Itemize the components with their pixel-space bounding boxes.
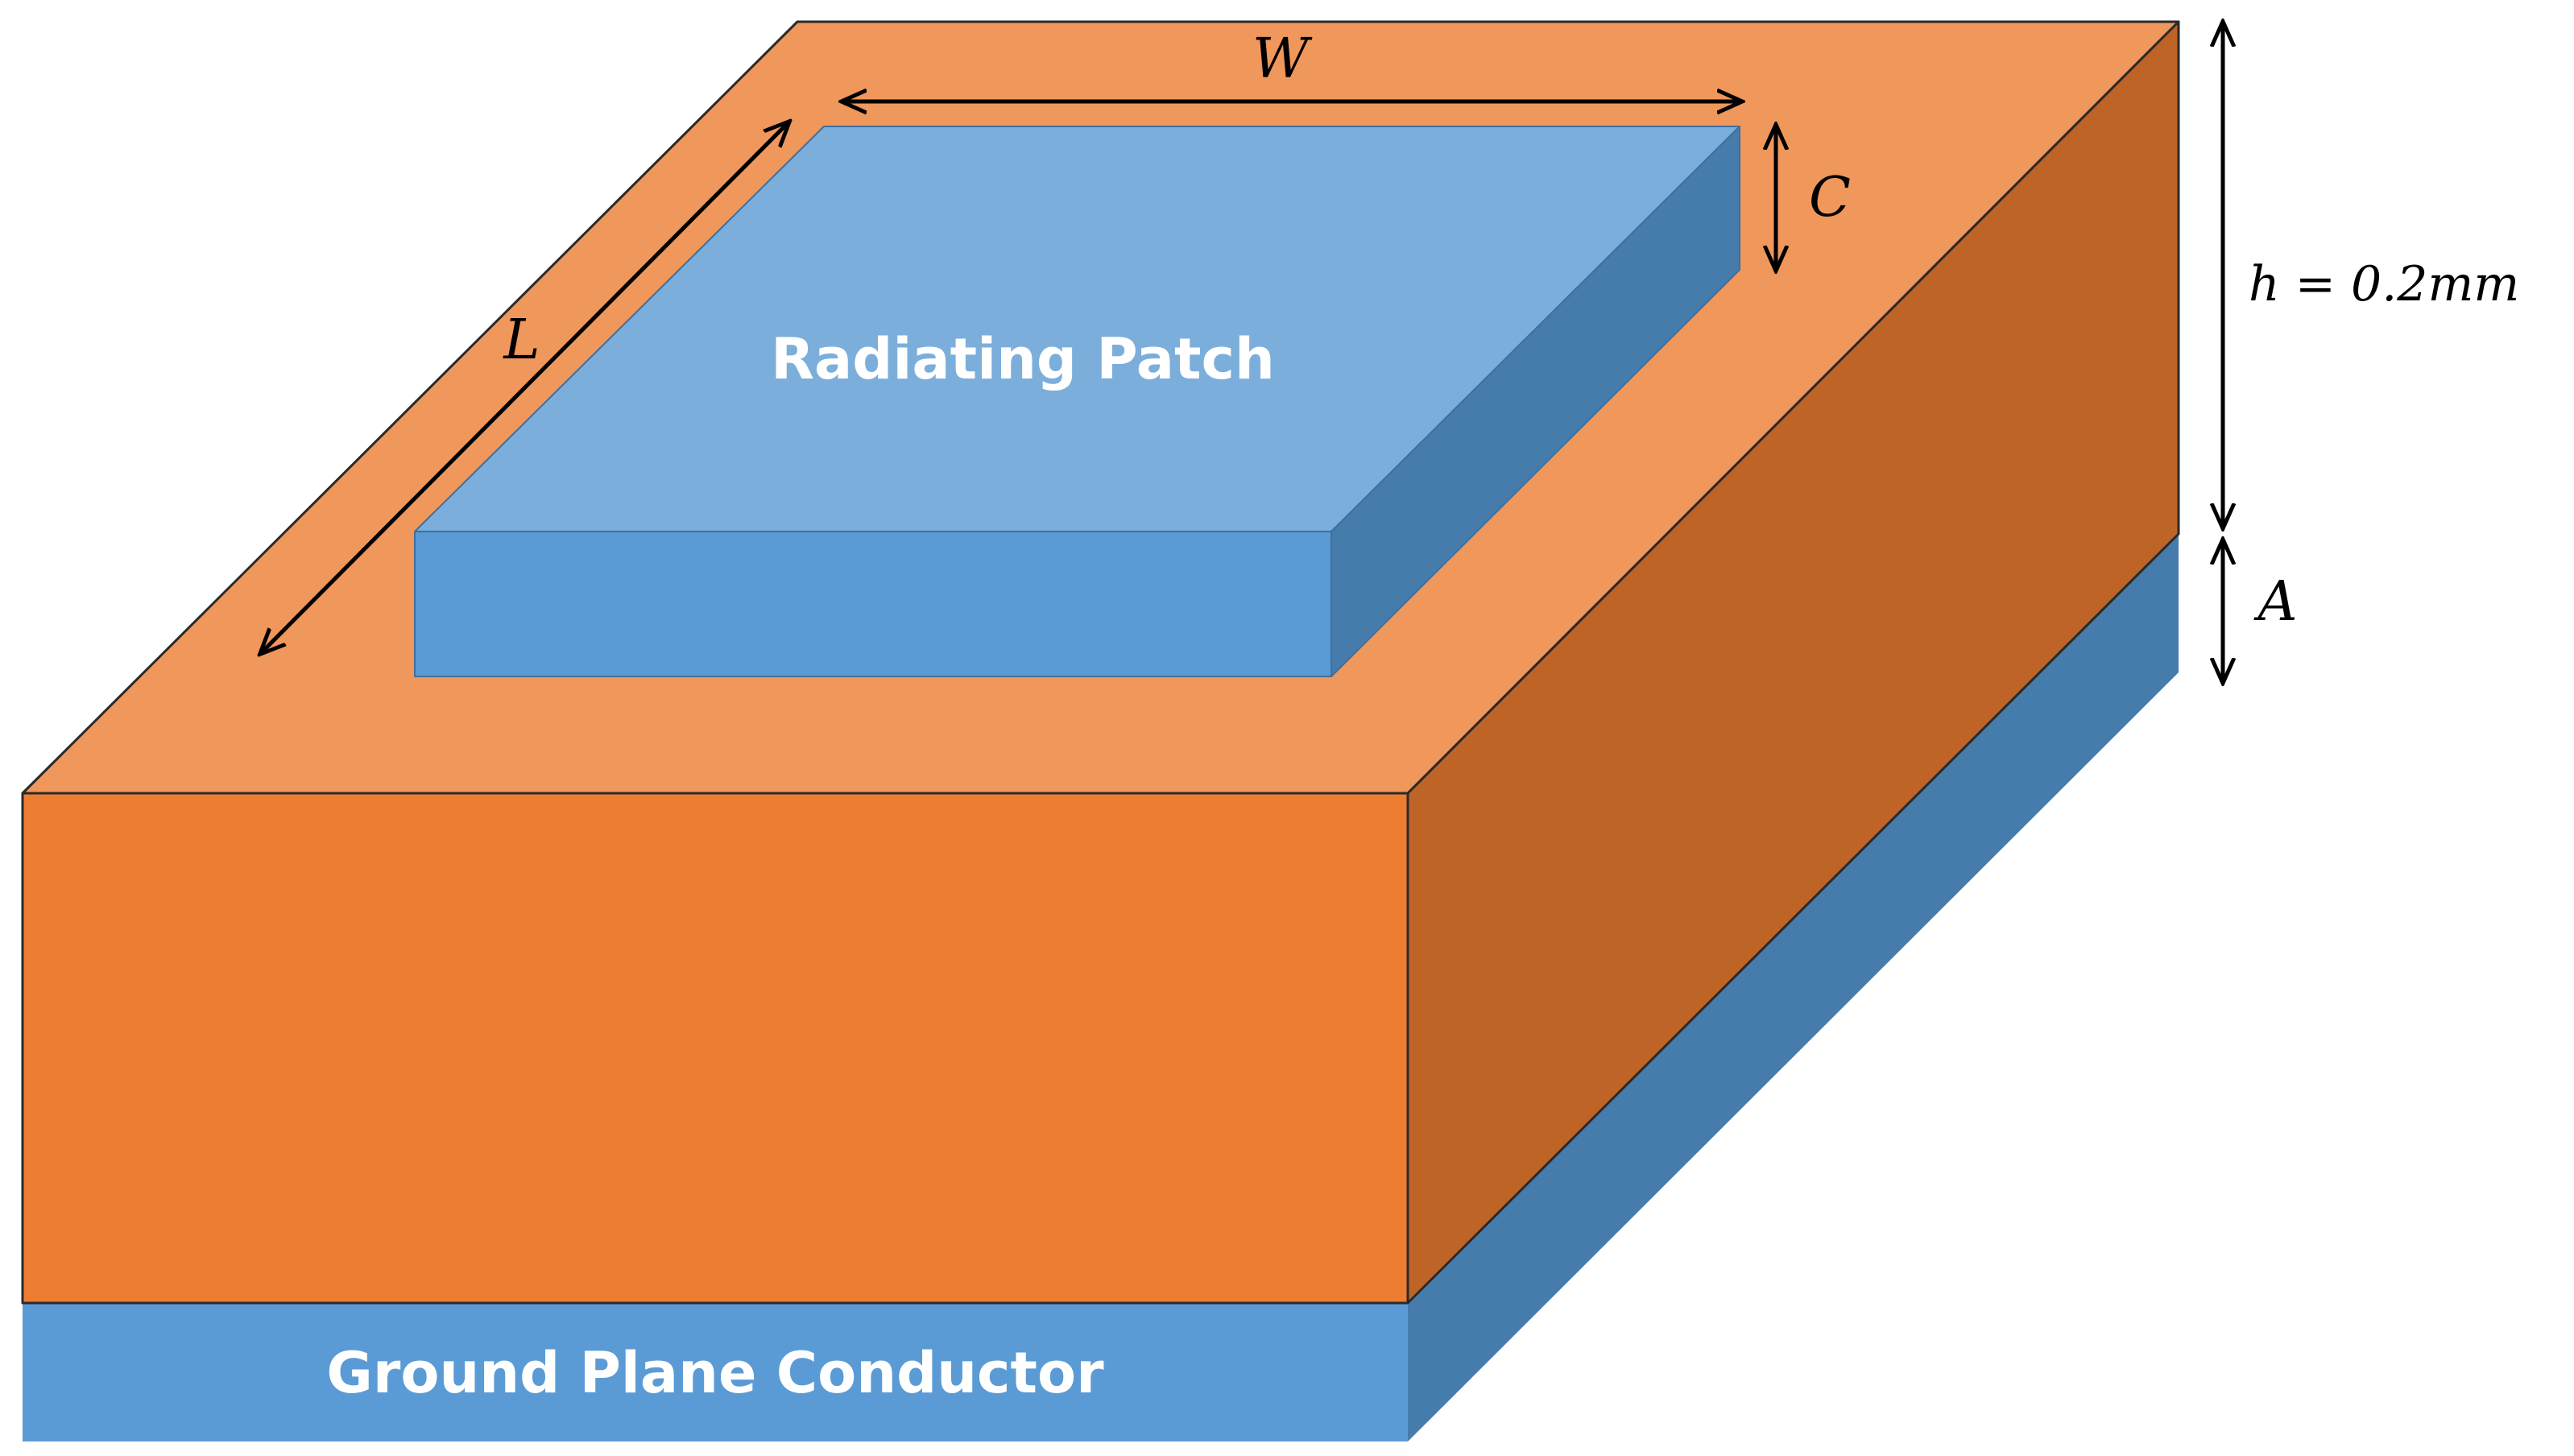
substrate-front-face <box>21 792 1409 1305</box>
substrate-height-label: h = 0.2mm <box>2249 256 2519 312</box>
ground-plane-front-face <box>23 1303 1408 1442</box>
ground-plane-label: Ground Plane Conductor <box>326 1340 1104 1406</box>
radiating-patch-front-face <box>414 531 1332 677</box>
length-dimension-arrow <box>262 123 788 652</box>
width-dimension: W <box>844 27 1740 101</box>
patch-thickness-label: C <box>1809 166 1851 230</box>
ground-plane-side-face <box>1408 534 2179 1442</box>
ground-thickness-label: A <box>2253 570 2297 634</box>
ground-thickness-dimension: A <box>2223 542 2298 680</box>
radiating-patch-label: Radiating Patch <box>771 326 1275 392</box>
width-dimension-label: W <box>1252 27 1313 91</box>
length-dimension-label: L <box>502 308 540 372</box>
patch-thickness-dimension: C <box>1776 127 1851 268</box>
ground-plane: Ground Plane Conductor <box>23 534 2179 1442</box>
substrate-height-dimension: h = 0.2mm <box>2223 24 2519 526</box>
length-dimension: L <box>262 123 788 652</box>
